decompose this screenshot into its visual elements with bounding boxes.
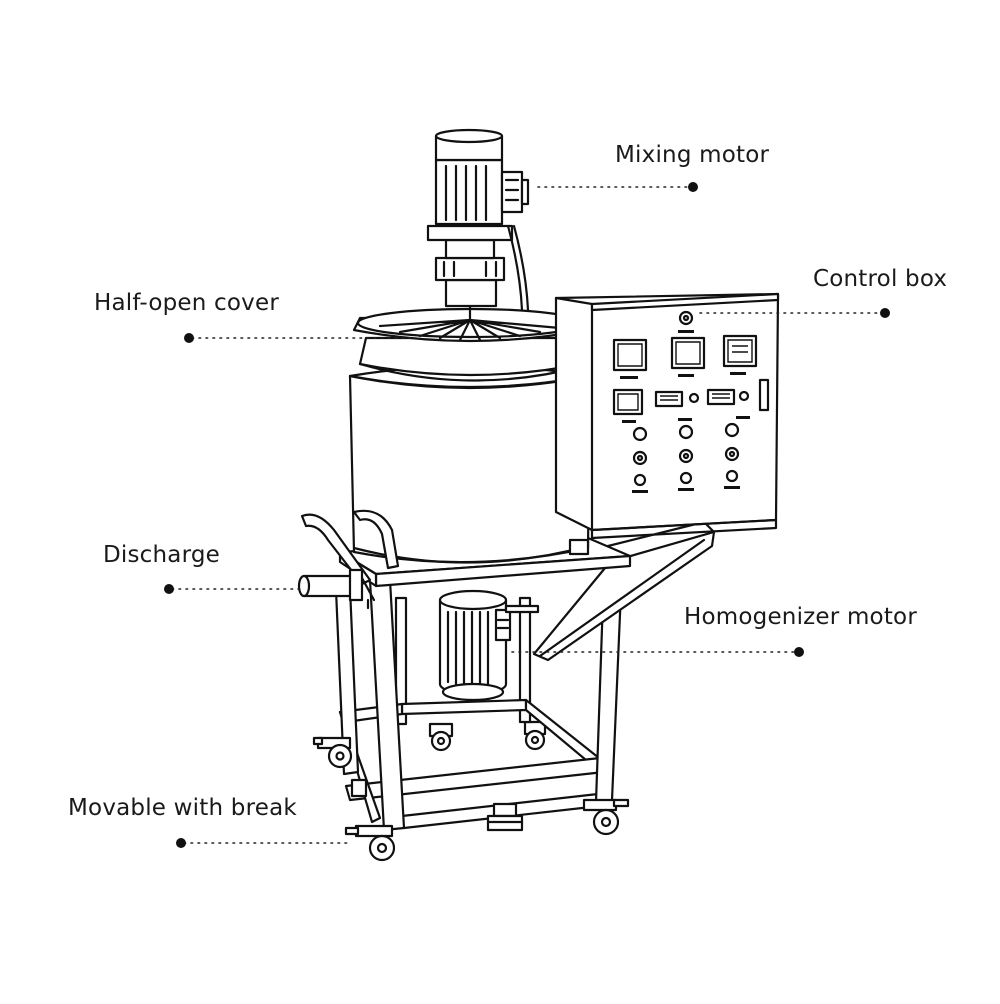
- label-movable-with-break: Movable with break: [68, 795, 297, 821]
- leader-dot-movable-with-break: [176, 838, 186, 848]
- leader-dot-homogenizer-motor: [794, 647, 804, 657]
- caster-front-right: [582, 798, 630, 836]
- caster-back-right: [523, 720, 547, 751]
- label-mixing-motor: Mixing motor: [615, 142, 770, 168]
- leader-dot-half-open-cover: [184, 333, 194, 343]
- label-discharge: Discharge: [103, 542, 221, 568]
- caster-left: [312, 736, 353, 769]
- leader-dot-discharge: [164, 584, 174, 594]
- label-homogenizer-motor: Homogenizer motor: [684, 604, 917, 630]
- discharge-pipe: [297, 568, 376, 610]
- leader-dot-mixing-motor: [688, 182, 698, 192]
- homogenizer-motor: [438, 589, 540, 702]
- label-half-open-cover: Half-open cover: [94, 290, 279, 316]
- bottom-frame: [312, 566, 630, 862]
- caster-front-left: [344, 824, 396, 862]
- half-open-cover: [352, 304, 588, 343]
- leveling-foot: [486, 802, 524, 832]
- leader-lines: [164, 182, 890, 848]
- control-box: [554, 292, 780, 540]
- leader-dot-control-box: [880, 308, 890, 318]
- foot-left: [350, 778, 368, 798]
- label-control-box: Control box: [813, 266, 948, 292]
- mixing-motor: [426, 128, 530, 312]
- tank: [348, 336, 592, 564]
- caster-back-left: [428, 722, 454, 752]
